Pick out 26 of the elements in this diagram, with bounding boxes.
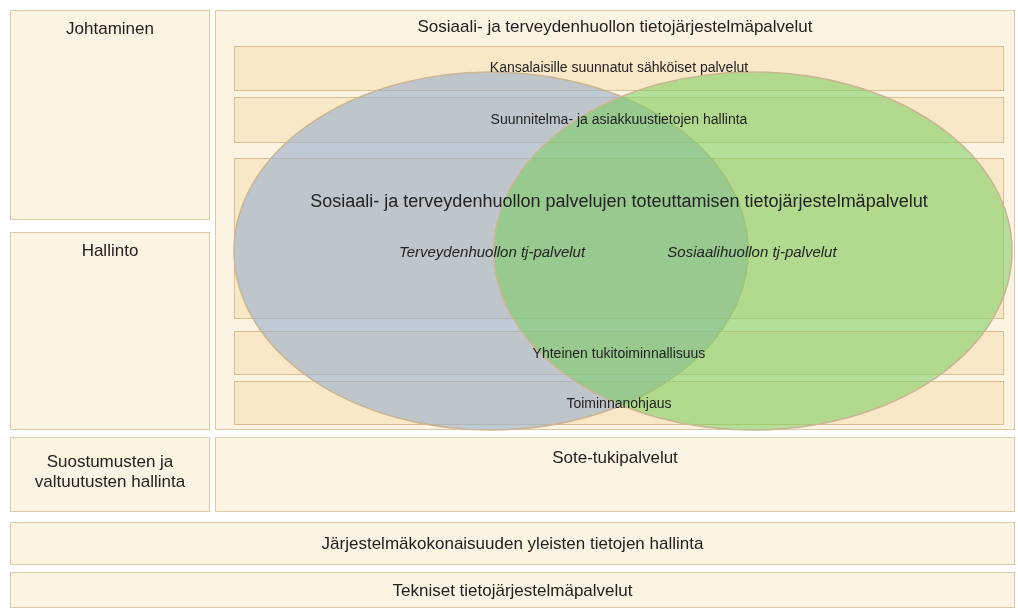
category-panel bbox=[10, 232, 210, 430]
panel-title: Suunnitelma- ja asiakkuustietojen hallinta bbox=[489, 110, 749, 127]
panel-title: Suostumusten ja valtuutusten hallinta bbox=[33, 451, 187, 492]
panel-title: Hallinto bbox=[80, 240, 140, 261]
panel-title: Toiminnanohjaus bbox=[565, 394, 673, 411]
panel-title: Sote-tukipalvelut bbox=[551, 447, 679, 468]
service-band bbox=[234, 381, 1004, 425]
service-band bbox=[234, 331, 1004, 375]
panel-title: Tekniset tietojärjestelmäpalvelut bbox=[391, 580, 634, 601]
category-panel bbox=[10, 10, 210, 220]
subarea-label: Terveydenhuollon tj-palvelut bbox=[398, 243, 586, 260]
category-panel bbox=[10, 522, 1015, 565]
service-band bbox=[234, 97, 1004, 143]
category-panel bbox=[10, 437, 210, 512]
service-band bbox=[234, 46, 1004, 91]
service-band bbox=[234, 158, 1004, 319]
panel-title: Järjestelmäkokonaisuuden yleisten tietojen hallinta bbox=[320, 533, 705, 554]
panel-title: Yhteinen tukitoiminnallisuus bbox=[531, 344, 707, 361]
panel-title: Kansalaisille suunnatut sähköiset palvelut bbox=[488, 58, 750, 75]
panel-title: Johtaminen bbox=[65, 18, 155, 39]
category-panel bbox=[215, 10, 1015, 430]
category-panel bbox=[10, 572, 1015, 608]
panel-title: Sosiaali- ja terveydenhuollon tietojärjestelmäpalvelut bbox=[416, 16, 814, 37]
panel-title: Sosiaali- ja terveydenhuollon palvelujen toteuttamisen tietojärjestelmäpalvelut bbox=[309, 190, 929, 212]
category-panel bbox=[215, 437, 1015, 512]
subarea-label: Sosiaalihuollon tj-palvelut bbox=[667, 243, 837, 260]
